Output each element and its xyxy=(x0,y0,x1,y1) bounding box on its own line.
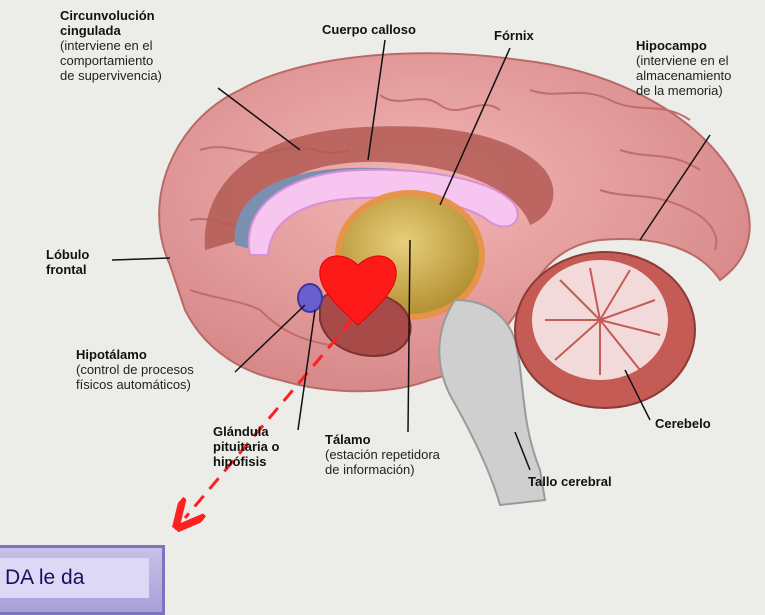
label-brainstem: Tallo cerebral xyxy=(528,474,612,489)
label-hippocampus: Hipocampo (interviene en el almacenamien… xyxy=(636,38,731,98)
label-frontal-lobe: Lóbulo frontal xyxy=(46,247,89,277)
label-cingulate: Circunvolución cingulada (interviene en … xyxy=(60,8,162,83)
label-corpus-callosum: Cuerpo calloso xyxy=(322,22,416,37)
cerebellum xyxy=(515,252,695,408)
caption-box: DA le da xyxy=(0,545,165,615)
label-pituitary: Glándula pituitaria o hipófisis xyxy=(213,424,279,469)
caption-text: DA le da xyxy=(5,566,84,590)
label-cerebellum: Cerebelo xyxy=(655,416,711,431)
label-hypothalamus: Hipotálamo (control de procesos físicos … xyxy=(76,347,194,392)
label-thalamus: Tálamo (estación repetidora de informaci… xyxy=(325,432,440,477)
label-fornix: Fórnix xyxy=(494,28,534,43)
